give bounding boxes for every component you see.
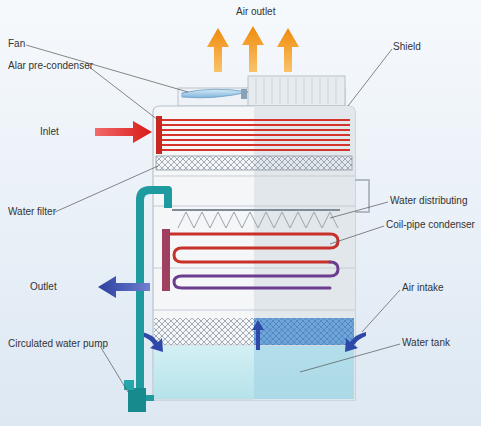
part-label: Circulated water pump: [8, 338, 108, 350]
fan-blade-part: [182, 89, 248, 98]
pre-condenser-coils-part: [156, 116, 162, 154]
leader-lines-part: [300, 344, 400, 372]
part-label: Water distributing: [390, 195, 467, 207]
coil-condenser-part: [162, 229, 170, 291]
part-label: Inlet: [40, 126, 59, 138]
water-tank-part: [154, 346, 354, 399]
air-outlet-arrows-part: [277, 28, 299, 72]
fan-housing: [178, 76, 345, 106]
outlet-arrow: [98, 276, 150, 298]
water-distributor: [172, 210, 340, 228]
water-distributor-part: [178, 212, 338, 228]
water-tank: [154, 346, 354, 399]
circulation-pipe: [140, 190, 168, 408]
part-label: Fan: [8, 38, 25, 50]
air-intake-arrows-part: [252, 320, 264, 350]
leader-lines-part: [330, 202, 388, 218]
leader-lines-part: [88, 66, 158, 120]
water-pump-part: [128, 388, 146, 412]
air-outlet-arrows: [207, 26, 299, 72]
part-label: Air intake: [402, 282, 444, 294]
fan-housing-part: [248, 76, 345, 106]
part-label: Water filter: [8, 206, 56, 218]
leader-lines-part: [362, 290, 400, 332]
fill-packing-part: [254, 318, 354, 345]
pre-condenser-coils: [156, 116, 350, 154]
coil-condenser: [162, 229, 338, 291]
air-outlet-arrows-part: [242, 26, 264, 72]
shield-casing-part: [153, 176, 355, 345]
shield-casing-part: [355, 180, 369, 212]
part-label: Coil-pipe condenser: [386, 219, 475, 231]
water-tank-part: [254, 346, 354, 399]
air-outlet-arrows-part: [207, 28, 229, 72]
fill-packing-part: [154, 318, 254, 345]
leader-lines-part: [100, 346, 128, 392]
leader-lines-part: [330, 226, 384, 244]
fan-blade-part: [241, 89, 247, 99]
shield-casing-part: [153, 106, 355, 400]
leader-lines-part: [55, 166, 158, 212]
part-label: Outlet: [30, 281, 57, 293]
fan-housing-part: [256, 78, 336, 104]
coil-condenser-part: [170, 234, 338, 262]
water-filter: [156, 156, 352, 170]
circulation-pipe-part: [140, 190, 168, 408]
fan-blade: [182, 89, 248, 99]
coil-condenser-part: [174, 262, 338, 288]
leader-lines-part: [348, 49, 392, 106]
water-pump: [124, 380, 146, 412]
part-label: Alar pre-condenser: [8, 60, 93, 72]
part-label: Air outlet: [236, 6, 275, 18]
shield-casing: [153, 106, 369, 400]
inlet-arrow: [95, 121, 152, 143]
water-distributor-part: [172, 209, 340, 211]
fill-packing: [154, 318, 354, 345]
air-intake-arrows: [142, 320, 366, 352]
air-intake-arrows-part: [345, 332, 366, 352]
pre-condenser-coils-part: [162, 120, 350, 150]
air-intake-arrows-part: [142, 332, 163, 352]
part-label: Shield: [393, 41, 421, 53]
part-label: Water tank: [402, 337, 450, 349]
